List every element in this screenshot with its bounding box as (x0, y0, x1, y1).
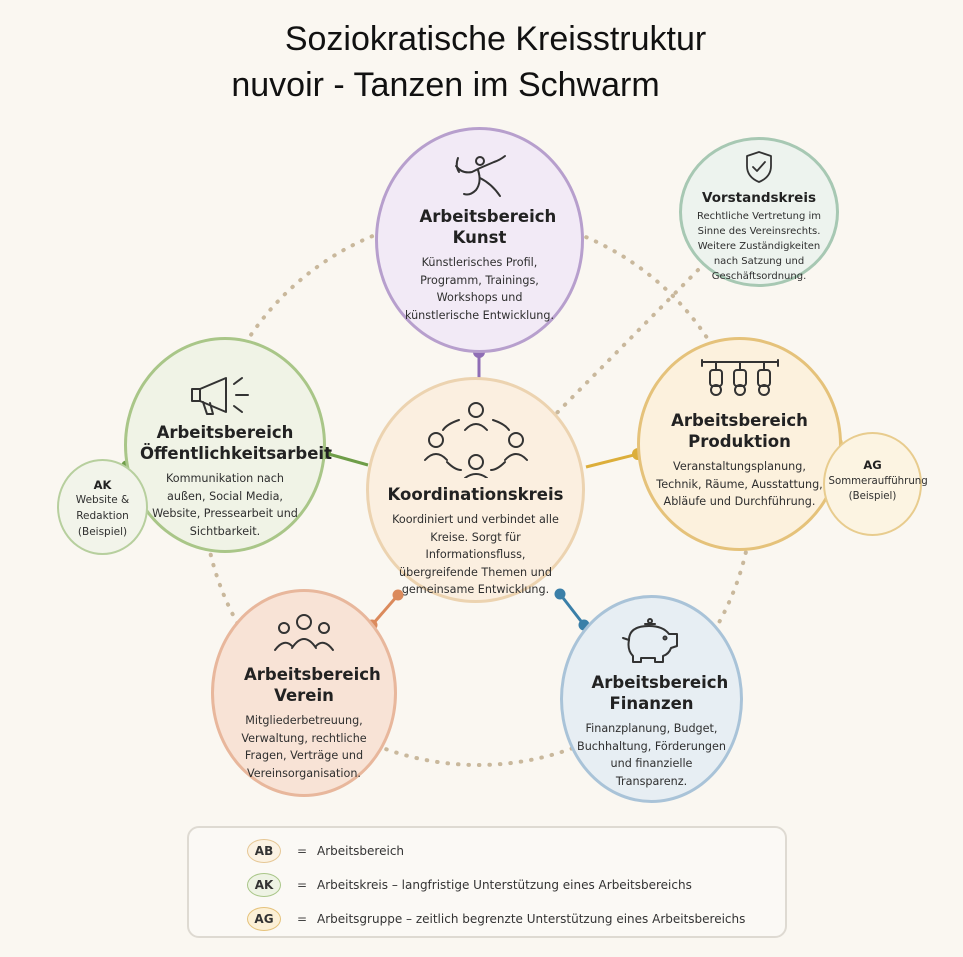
ak-title: AK (93, 478, 112, 492)
verein-title: Arbeitsbereich Verein (244, 665, 381, 705)
kunst-title: Arbeitsbereich Kunst (419, 207, 557, 247)
verein-connector (370, 594, 400, 626)
legend-badge-ab: AB (247, 839, 281, 863)
legend: AB = Arbeitsbereich AK = Arbeitskreis – … (187, 826, 787, 938)
circle-finanzen: Arbeitsbereich Finanzen Finanzplanung, B… (560, 595, 743, 803)
vorstand-title: Vorstandskreis (701, 190, 816, 206)
page-subtitle: nuvoir - Tanzen im Schwarm (231, 66, 660, 104)
ag-text: Sommeraufführung (Beispiel) (828, 476, 928, 502)
dancer-icon (454, 155, 506, 197)
legend-row-ak: AK = Arbeitskreis – langfristige Unterst… (247, 873, 692, 897)
legend-eq: = (297, 912, 308, 926)
people-circle-icon (423, 402, 528, 478)
prod-text: Veranstaltungsplanung, Technik, Räume, A… (656, 460, 823, 508)
koord-text: Koordiniert und verbindet alle Kreise. S… (392, 513, 559, 596)
legend-text-ag: Arbeitsgruppe – zeitlich begrenzte Unter… (317, 912, 746, 926)
legend-badge-ag: AG (247, 907, 281, 931)
legend-eq: = (297, 878, 308, 892)
verein-connector-dot (392, 589, 404, 601)
circle-ak: AK Website & Redaktion (Beispiel) (57, 459, 148, 555)
circle-produktion: Arbeitsbereich Produktion Veranstaltungs… (637, 337, 842, 551)
page-title: Soziokratische Kreisstruktur (284, 20, 707, 58)
verein-text: Mitgliederbetreuung, Verwaltung, rechtli… (241, 714, 367, 780)
ak-text: Website & Redaktion (Beispiel) (75, 494, 130, 538)
legend-row-ag: AG = Arbeitsgruppe – zeitlich begrenzte … (247, 907, 745, 931)
legend-badge-ak: AK (247, 873, 281, 897)
piggy-bank-icon (621, 618, 678, 663)
circle-ag: AG Sommeraufführung (Beispiel) (823, 432, 928, 536)
fin-connector (558, 593, 586, 626)
stage-lights-icon (700, 359, 779, 396)
kunst-text: Künstlerisches Profil, Programm, Trainin… (404, 256, 555, 322)
legend-row-ab: AB = Arbeitsbereich (247, 839, 404, 863)
shield-check-icon (746, 151, 772, 183)
prod-connector (585, 452, 639, 469)
circle-koordination: Koordinationskreis Koordiniert und verbi… (366, 377, 585, 603)
fin-text: Finanzplanung, Budget, Buchhaltung, Förd… (577, 722, 726, 788)
vorstand-connector (538, 268, 700, 432)
oeff-text: Kommunikation nach außen, Social Media, … (152, 472, 298, 538)
koord-title: Koordinationskreis (387, 485, 564, 504)
legend-eq: = (297, 844, 308, 858)
prod-title: Arbeitsbereich Produktion (671, 411, 808, 451)
legend-text-ak: Arbeitskreis – langfristige Unterstützun… (317, 878, 692, 892)
circle-verein: Arbeitsbereich Verein Mitgliederbetreuun… (211, 589, 397, 797)
oeff-connector (324, 451, 369, 467)
fin-connector-dot (554, 588, 566, 600)
ag-title: AG (863, 458, 882, 472)
oeff-title: Arbeitsbereich Öffentlichkeitsarbeit (140, 423, 332, 463)
circle-vorstand: Vorstandskreis Rechtliche Vertretung im … (679, 137, 839, 287)
megaphone-icon (191, 377, 249, 415)
circle-oeffentlichkeit: Arbeitsbereich Öffentlichkeitsarbeit Kom… (124, 337, 332, 553)
legend-text-ab: Arbeitsbereich (317, 844, 405, 858)
group-icon (274, 614, 334, 651)
vorstand-text: Rechtliche Vertretung im Sinne des Verei… (696, 211, 822, 282)
circle-kunst: Arbeitsbereich Kunst Künstlerisches Prof… (375, 127, 584, 353)
fin-title: Arbeitsbereich Finanzen (591, 673, 729, 713)
